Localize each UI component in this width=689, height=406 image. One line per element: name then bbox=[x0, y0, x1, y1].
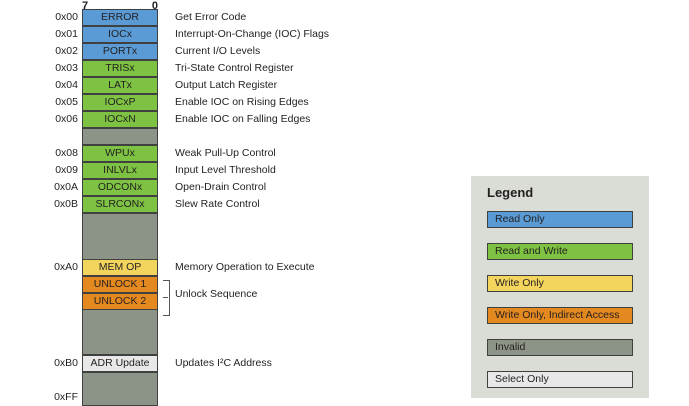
register-cell: WPUx bbox=[82, 145, 158, 162]
bit-position-header: 7 0 bbox=[82, 0, 158, 14]
register-description: Enable IOC on Falling Edges bbox=[175, 113, 311, 125]
unlock-sequence-bracket bbox=[163, 280, 170, 316]
register-description: Updates I²C Address bbox=[175, 357, 272, 369]
register-description: Weak Pull-Up Control bbox=[175, 147, 276, 159]
register-address: 0x00 bbox=[55, 11, 78, 23]
register-description: Current I/O Levels bbox=[175, 45, 261, 57]
invalid-block-0xb1-0xff bbox=[82, 372, 158, 406]
register-cell: UNLOCK 2 bbox=[82, 293, 158, 310]
register-address: 0x03 bbox=[55, 62, 78, 74]
register-cell: LATx bbox=[82, 77, 158, 94]
register-cell: TRISx bbox=[82, 60, 158, 77]
register-description: Input Level Threshold bbox=[175, 164, 276, 176]
register-description: Output Latch Register bbox=[175, 79, 278, 91]
register-cell: PORTx bbox=[82, 43, 158, 60]
register-cell: ERROR bbox=[82, 9, 158, 26]
register-address: 0xFF bbox=[54, 391, 78, 403]
register-cell: INLVLx bbox=[82, 162, 158, 179]
register-cell: ADR Update bbox=[82, 355, 158, 372]
register-cell: IOCxP bbox=[82, 94, 158, 111]
register-description: Tri-State Control Register bbox=[175, 62, 294, 74]
register-address: 0x05 bbox=[55, 96, 78, 108]
invalid-block-0x0c-0x9f bbox=[82, 213, 158, 259]
register-address: 0x08 bbox=[55, 147, 78, 159]
bit-label-msb: 7 bbox=[82, 0, 89, 12]
register-map: 7 0 0x00 ERROR Get Error Code 0x01 IOCx Inter… bbox=[54, 0, 330, 406]
unlock-sequence-label: Unlock Sequence bbox=[175, 288, 258, 300]
register-cell: IOCxN bbox=[82, 111, 158, 128]
register-address: 0x06 bbox=[55, 113, 78, 125]
register-cell: ODCONx bbox=[82, 179, 158, 196]
register-address: 0x02 bbox=[55, 45, 78, 57]
register-address: 0x0B bbox=[54, 198, 78, 210]
register-cell: MEM OP bbox=[82, 259, 158, 276]
register-description: Open-Drain Control bbox=[175, 181, 267, 193]
unlock-sequence-bracket-tick bbox=[163, 297, 168, 298]
legend-item-ind: Write Only, Indirect Access bbox=[487, 307, 633, 324]
legend-title: Legend bbox=[487, 185, 534, 200]
register-description: Interrupt-On-Change (IOC) Flags bbox=[175, 28, 330, 40]
invalid-block-0x07 bbox=[82, 128, 158, 145]
register-cell: UNLOCK 1 bbox=[82, 276, 158, 293]
register-description: Enable IOC on Rising Edges bbox=[175, 96, 309, 108]
invalid-block-0xa3-0xaf bbox=[82, 310, 158, 355]
register-description: Memory Operation to Execute bbox=[175, 261, 315, 273]
register-address: 0x0A bbox=[54, 181, 78, 193]
register-description: Slew Rate Control bbox=[175, 198, 260, 210]
register-description: Get Error Code bbox=[175, 11, 247, 23]
bit-label-lsb: 0 bbox=[151, 0, 158, 12]
register-cell: IOCx bbox=[82, 26, 158, 43]
register-address: 0xA0 bbox=[54, 261, 78, 273]
register-address: 0xB0 bbox=[54, 357, 78, 369]
legend-item-rw: Read and Write bbox=[487, 243, 633, 260]
legend-item-read: Read Only bbox=[487, 211, 633, 228]
register-cell: SLRCONx bbox=[82, 196, 158, 213]
legend-item-write: Write Only bbox=[487, 275, 633, 292]
register-address: 0x09 bbox=[55, 164, 78, 176]
legend-item-invalid: Invalid bbox=[487, 339, 633, 356]
register-address: 0x04 bbox=[55, 79, 78, 91]
legend-item-select: Select Only bbox=[487, 371, 633, 388]
register-address: 0x01 bbox=[55, 28, 78, 40]
